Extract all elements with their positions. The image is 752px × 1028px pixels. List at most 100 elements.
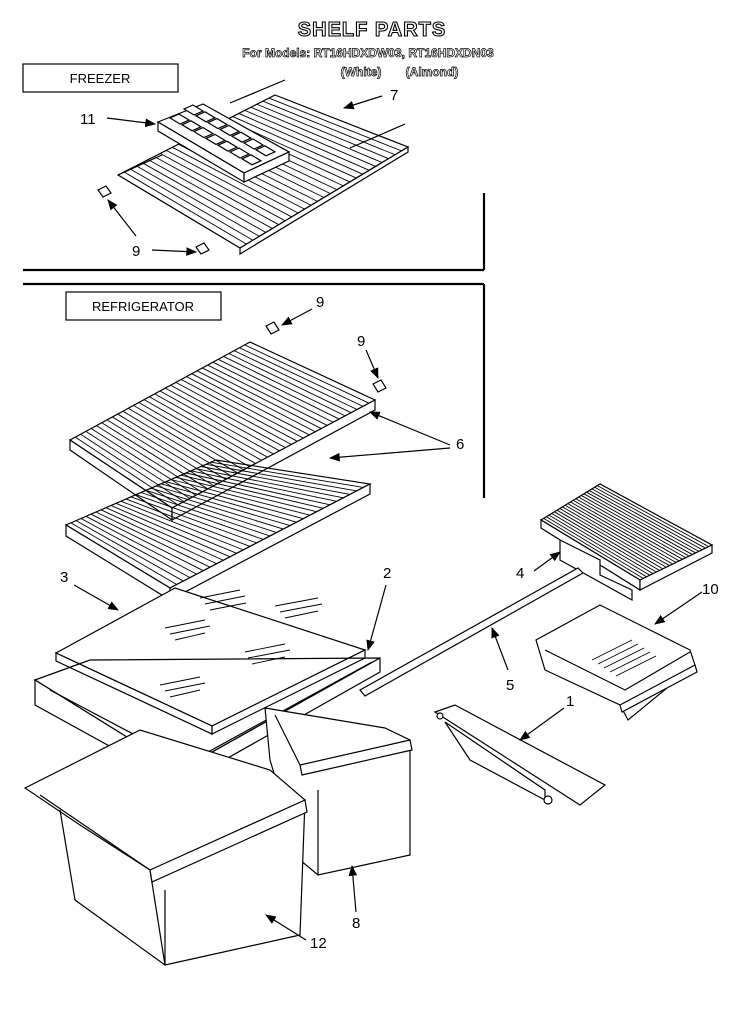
leader-6-lower	[328, 447, 451, 462]
deli-drawer-cover	[539, 483, 714, 602]
tray-cell	[228, 147, 251, 159]
shelf-wire	[100, 509, 217, 565]
shelf-wire	[572, 499, 680, 562]
shelf-wire	[546, 516, 647, 578]
shelf-wire	[135, 165, 260, 237]
shelf-wire	[125, 498, 251, 547]
shelf-wire	[186, 376, 304, 439]
shelf-wire	[256, 103, 389, 160]
shelf-wire	[159, 390, 274, 455]
callout-2: 2	[383, 565, 391, 582]
shelf-wire	[567, 503, 673, 565]
shelf-wire	[575, 498, 683, 560]
shelf-wire	[155, 485, 291, 527]
crisper-glass-cover	[54, 587, 367, 735]
leader-2	[366, 584, 387, 652]
shelf-wire	[578, 496, 687, 559]
shelf-wire	[190, 470, 337, 502]
shelf-wire	[165, 481, 304, 520]
shelf-wire	[143, 399, 256, 464]
shelf-wire	[232, 116, 363, 175]
white-label: (White)	[341, 65, 382, 79]
callout-8: 8	[352, 915, 360, 932]
shelf-wire	[112, 416, 220, 483]
shelf-wire	[105, 507, 224, 561]
callout-3: 3	[60, 569, 68, 586]
shelf-stud-refrigerator-upper	[265, 321, 280, 335]
shelf-wire	[238, 113, 370, 171]
refrigerator-shelf-lower	[64, 459, 372, 602]
callout-leaders	[73, 95, 703, 941]
shelf-wire	[80, 518, 191, 578]
shelf-wire	[85, 515, 197, 575]
models-line: For Models: RT16HDXDW03, RT16HDXDN03	[242, 46, 494, 60]
callout-1: 1	[566, 693, 574, 710]
shelf-wire	[195, 468, 344, 499]
shelf-wire	[196, 370, 316, 433]
tray-cell	[242, 138, 265, 150]
leader-5	[491, 626, 509, 671]
drawer-slide-bracket	[433, 704, 607, 806]
leader-9-refrigerator-upper	[281, 308, 313, 326]
shelf-wire	[160, 153, 286, 222]
shelf-wire	[202, 367, 322, 429]
callout-9-refrigerator-lower: 9	[357, 333, 365, 350]
shelf-wire	[597, 485, 709, 547]
callout-11: 11	[80, 111, 96, 128]
shelf-wire	[175, 476, 317, 513]
crisper-drawer-left	[23, 729, 308, 966]
leader-6-upper	[369, 411, 451, 446]
shelf-wire	[228, 353, 352, 414]
shelf-wire	[135, 494, 264, 540]
tray-cell	[182, 104, 205, 116]
shelf-wire	[80, 433, 185, 503]
shelf-wire	[564, 504, 670, 567]
shelf-wire	[581, 495, 690, 557]
shelf-stud-freezer-right	[195, 242, 210, 255]
shelf-wire	[90, 513, 204, 572]
freezer-label: FREEZER	[70, 71, 131, 86]
leader-1	[519, 707, 565, 741]
diagram-title: SHELF PARTS	[298, 19, 446, 41]
shelf-wire	[170, 479, 311, 516]
almond-label: (Almond)	[406, 65, 459, 79]
leader-9-refrigerator-lower	[365, 349, 379, 379]
shelf-wire	[140, 492, 271, 537]
shelf-wire	[141, 162, 267, 233]
shelf-wire	[75, 520, 184, 582]
tray-cell	[230, 131, 253, 143]
shelf-wire	[150, 487, 284, 530]
shelf-stud-refrigerator-lower	[372, 379, 387, 393]
shelf-wire	[233, 350, 358, 410]
callout-9-refrigerator-upper: 9	[316, 294, 324, 311]
shelf-wire	[210, 461, 364, 488]
leader-9-freezer-right	[151, 247, 198, 256]
shelf-wire	[200, 466, 351, 495]
shelf-wire	[556, 509, 660, 571]
callout-7: 7	[390, 87, 398, 104]
shelf-wire	[154, 156, 279, 226]
shelf-wire	[562, 506, 667, 568]
callout-9-freezer: 9	[132, 243, 140, 260]
shelf-wire	[70, 522, 177, 585]
shelf-wire	[212, 361, 334, 423]
callout-4: 4	[516, 565, 524, 582]
shelf-wire	[128, 407, 238, 474]
callout-5: 5	[506, 677, 514, 694]
tray-cell	[206, 117, 229, 130]
shelf-wire	[166, 149, 292, 218]
shelf-wire	[180, 379, 298, 442]
tray-cell	[204, 133, 227, 146]
shelf-wire	[191, 373, 310, 436]
callout-numbers: 11 7 9 9 9 6 3 2 4 10 5 1 8 12	[60, 87, 719, 952]
shelf-wire	[591, 488, 703, 551]
shelf-wire	[218, 358, 340, 420]
shelf-wire	[559, 508, 664, 570]
shelf-wire	[154, 393, 268, 458]
shelf-wire	[147, 159, 273, 229]
freezer-label-box	[22, 63, 179, 93]
shelf-wire	[223, 356, 346, 417]
shelf-wire	[239, 347, 364, 407]
shelf-wire	[551, 513, 654, 575]
leader-8	[348, 864, 358, 913]
